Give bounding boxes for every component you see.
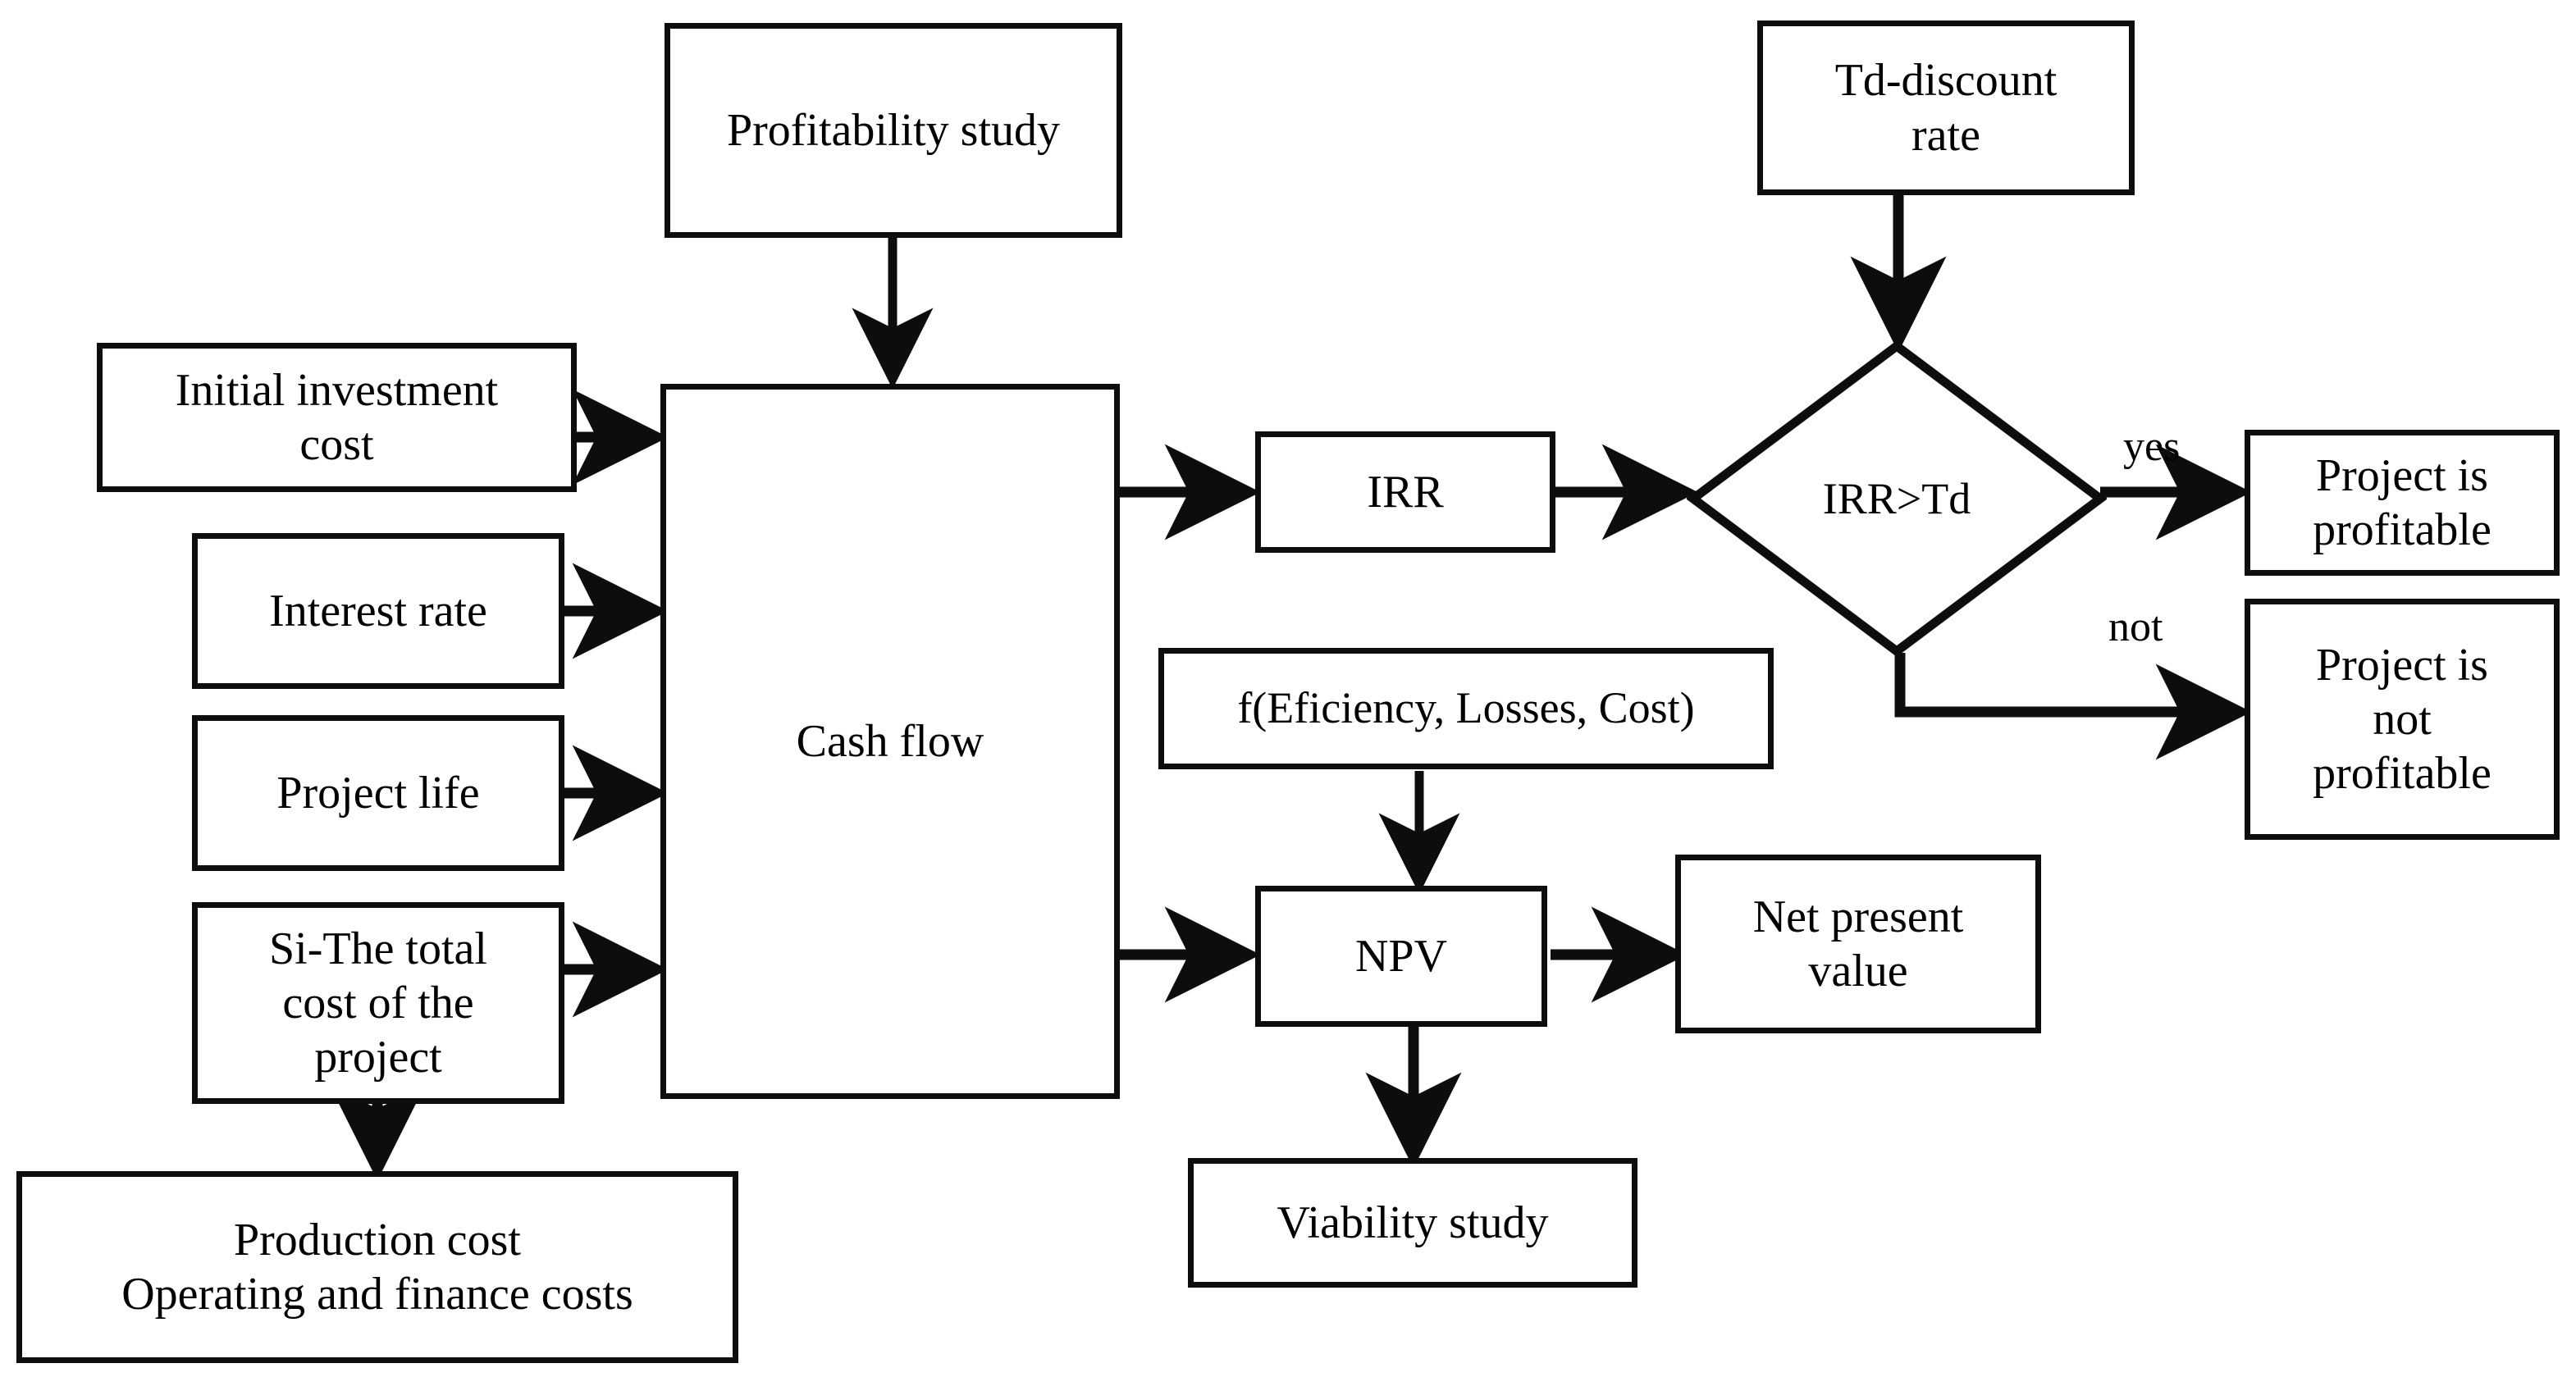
- node-production-cost[interactable]: Production cost Operating and finance co…: [16, 1171, 738, 1363]
- node-irr[interactable]: IRR: [1255, 431, 1555, 553]
- edge-label-not: not: [2108, 604, 2163, 650]
- node-initial-investment-cost[interactable]: Initial investment cost: [97, 343, 577, 492]
- node-si-total-cost[interactable]: Si-The total cost of the project: [192, 902, 564, 1104]
- node-viability-study-label: Viability study: [1277, 1197, 1549, 1248]
- node-profitability-study[interactable]: Profitability study: [665, 23, 1122, 238]
- node-profitability-study-label: Profitability study: [727, 104, 1060, 156]
- node-si-total-cost-label: Si-The total cost of the project: [269, 923, 487, 1083]
- node-decision-irr-gt-td[interactable]: IRR>Td: [1687, 340, 2107, 658]
- node-td-discount-rate-label: Td-discount rate: [1834, 55, 2058, 161]
- node-efficiency-function[interactable]: f(Eficiency, Losses, Cost): [1158, 648, 1774, 769]
- node-efficiency-function-label: f(Eficiency, Losses, Cost): [1237, 683, 1695, 733]
- node-production-cost-label: Production cost Operating and finance co…: [121, 1214, 633, 1320]
- node-net-present-value[interactable]: Net present value: [1675, 855, 2041, 1033]
- node-irr-label: IRR: [1367, 466, 1444, 518]
- node-interest-rate[interactable]: Interest rate: [192, 533, 564, 689]
- edge-decision-not-to-not-profitable: [1894, 653, 2252, 760]
- node-initial-investment-cost-label: Initial investment cost: [175, 364, 499, 470]
- node-td-discount-rate[interactable]: Td-discount rate: [1757, 21, 2135, 195]
- node-interest-rate-label: Interest rate: [269, 585, 487, 636]
- diamond-shape: [1687, 340, 2107, 657]
- node-cash-flow-label: Cash flow: [796, 715, 984, 767]
- node-npv-label: NPV: [1354, 930, 1448, 982]
- node-project-is-profitable-label: Project is profitable: [2313, 449, 2492, 555]
- edge-label-yes: yes: [2123, 423, 2181, 470]
- node-viability-study[interactable]: Viability study: [1188, 1158, 1637, 1288]
- node-project-life-label: Project life: [276, 767, 480, 818]
- node-project-is-profitable[interactable]: Project is profitable: [2245, 430, 2560, 576]
- node-project-is-not-profitable-label: Project is not profitable: [2313, 639, 2492, 800]
- node-npv[interactable]: NPV: [1255, 886, 1547, 1027]
- node-net-present-value-label: Net present value: [1752, 891, 1964, 996]
- node-project-life[interactable]: Project life: [192, 715, 564, 871]
- node-project-is-not-profitable[interactable]: Project is not profitable: [2245, 599, 2560, 840]
- node-cash-flow[interactable]: Cash flow: [660, 384, 1120, 1099]
